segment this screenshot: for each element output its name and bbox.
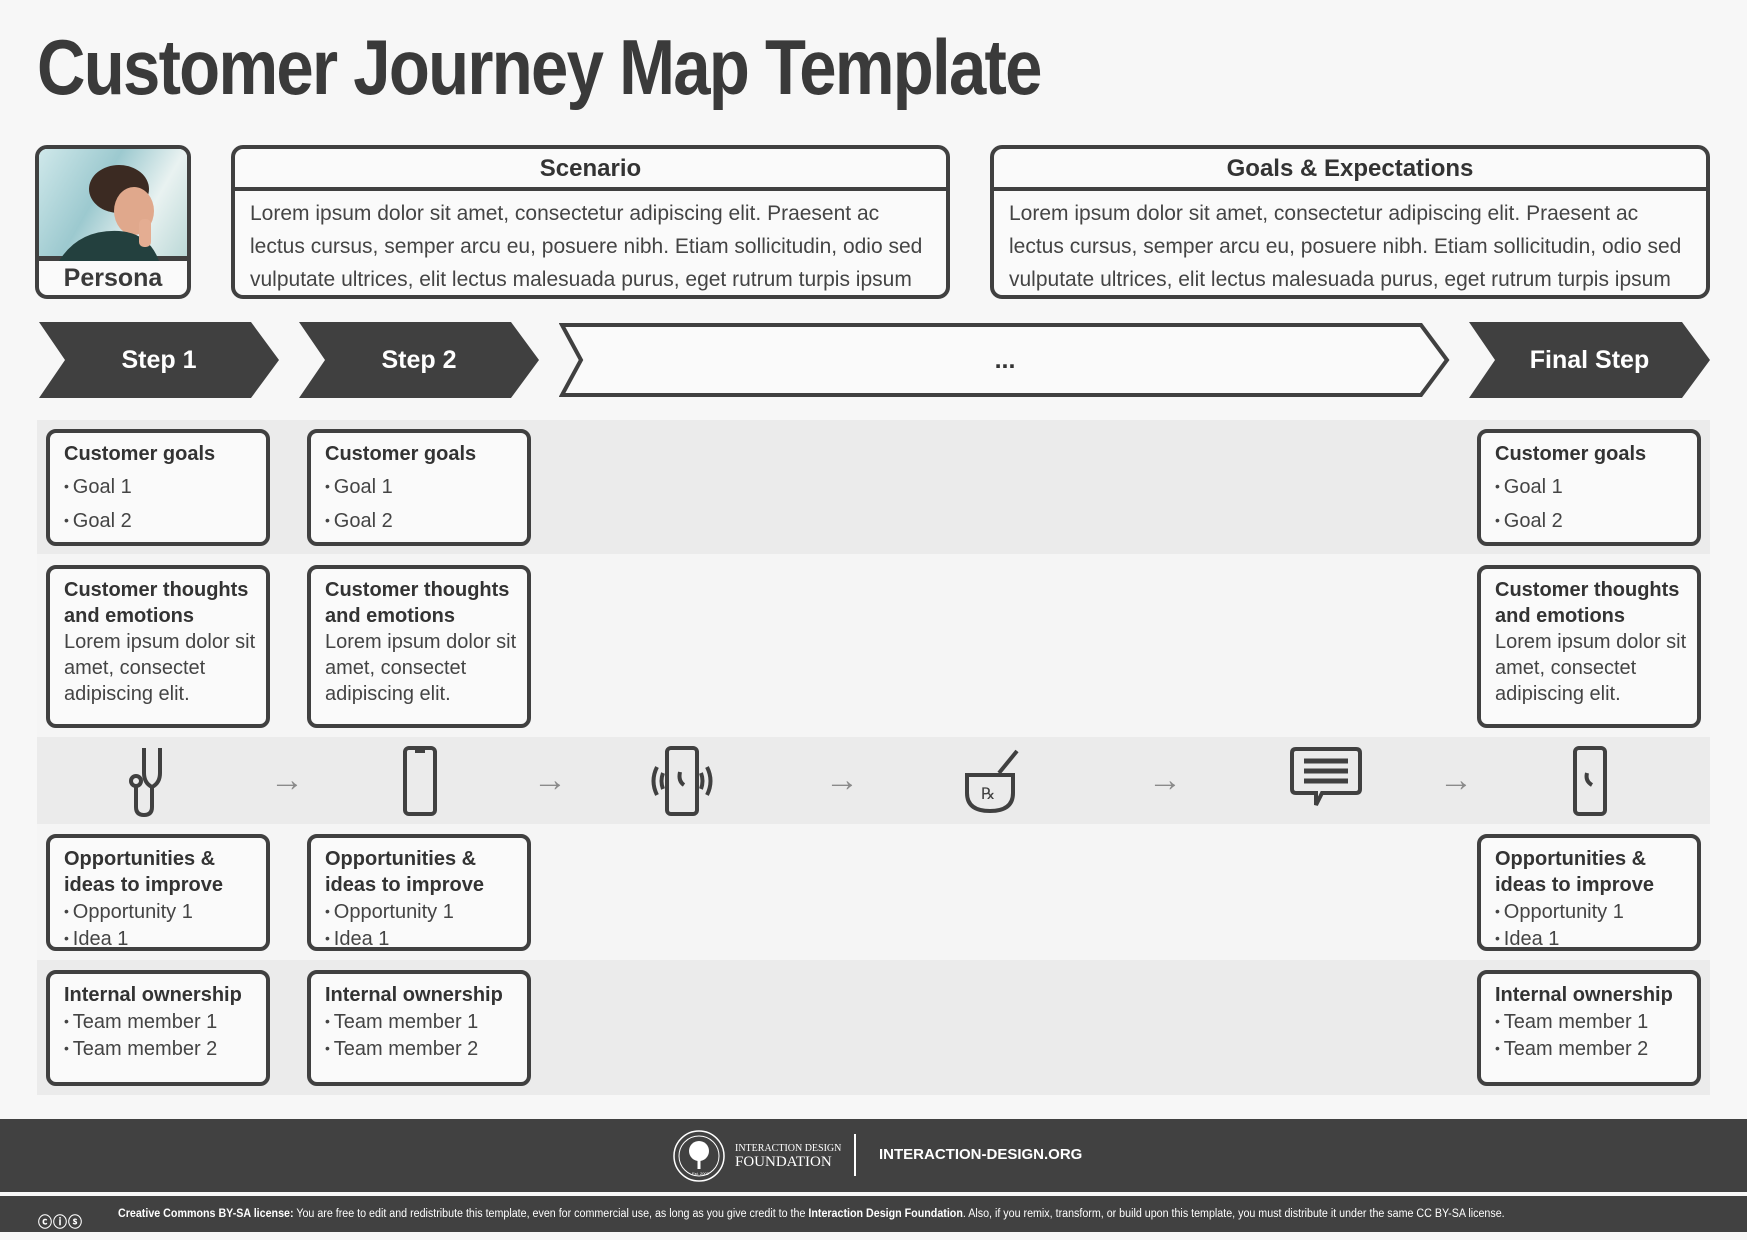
phone-ringing-icon [651, 746, 713, 816]
scenario-text[interactable]: Lorem ipsum dolor sit amet, consectetur … [250, 202, 923, 291]
chevron-shape [299, 322, 539, 398]
license-text-2: . Also, if you remix, transform, or buil… [962, 1208, 1505, 1220]
svg-text:℞: ℞ [981, 784, 995, 803]
persona-card: Persona [35, 145, 191, 299]
idea-item: Idea 1 [325, 925, 527, 952]
step-2-chevron: Step 2 [299, 322, 539, 398]
opportunity-item: Opportunity 1 [1495, 898, 1697, 925]
opportunities-card[interactable]: Opportunities & ideas to improve Opportu… [46, 834, 270, 951]
card-title: Customer goals [325, 443, 477, 465]
license-org: Interaction Design Foundation [808, 1208, 963, 1220]
idea-item: Idea 1 [1495, 925, 1697, 952]
opportunities-row-band [37, 824, 1710, 960]
phone-call-icon [1573, 746, 1607, 816]
logo-line1: INTERACTION DESIGN [735, 1143, 842, 1154]
internal-ownership-card[interactable]: Internal ownership Team member 1 Team me… [307, 970, 531, 1086]
card-title: Internal ownership [1495, 984, 1673, 1006]
customer-goals-card[interactable]: Customer goals Goal 1 Goal 2 [46, 429, 270, 546]
thoughts-emotions-card[interactable]: Customer thoughts and emotions Lorem ips… [1477, 565, 1701, 728]
persona-photo [39, 149, 187, 261]
goal-item: Goal 2 [64, 507, 266, 534]
team-member-item: Team member 2 [64, 1035, 266, 1062]
step-label: Final Step [1529, 346, 1650, 374]
opportunities-card[interactable]: Opportunities & ideas to improve Opportu… [1477, 834, 1701, 951]
card-text: Lorem ipsum dolor sit amet, consectet ad… [325, 631, 517, 705]
customer-goals-card[interactable]: Customer goals Goal 1 Goal 2 [307, 429, 531, 546]
ownership-row-band [37, 960, 1710, 1095]
card-title: Customer thoughts and emotions [325, 579, 510, 627]
team-member-item: Team member 2 [1495, 1035, 1697, 1062]
card-title: Opportunities & ideas to improve [1495, 848, 1654, 896]
arrow-icon: → [825, 761, 859, 799]
arrow-icon: → [1439, 761, 1473, 799]
opportunity-item: Opportunity 1 [325, 898, 527, 925]
persona-label: Persona [63, 264, 163, 292]
team-member-item: Team member 1 [325, 1008, 527, 1035]
goal-item: Goal 1 [325, 473, 527, 500]
opportunities-card[interactable]: Opportunities & ideas to improve Opportu… [307, 834, 531, 951]
goal-item: Goal 1 [1495, 473, 1697, 500]
license-bar: ⓒⓘⓢ Creative Commons BY-SA license: You … [0, 1196, 1747, 1232]
goal-item: Goal 2 [325, 507, 527, 534]
footer: Est. 2002 INTERACTION DESIGN FOUNDATION … [0, 1119, 1747, 1192]
website-link[interactable]: INTERACTION-DESIGN.ORG [879, 1146, 1083, 1163]
footer-divider [854, 1134, 856, 1176]
thoughts-emotions-card[interactable]: Customer thoughts and emotions Lorem ips… [307, 565, 531, 728]
goals-row-band [37, 420, 1710, 554]
goals-expectations-box: Goals & Expectations Lorem ipsum dolor s… [990, 145, 1710, 299]
page-title: Customer Journey Map Template [37, 23, 1042, 111]
arrow-icon: → [1148, 761, 1182, 799]
goal-item: Goal 1 [64, 473, 266, 500]
mobile-phone-icon [403, 746, 437, 816]
internal-ownership-card[interactable]: Internal ownership Team member 1 Team me… [1477, 970, 1701, 1086]
card-text: Lorem ipsum dolor sit amet, consectet ad… [1495, 631, 1687, 705]
card-text: Lorem ipsum dolor sit amet, consectet ad… [64, 631, 256, 705]
card-title: Customer thoughts and emotions [1495, 579, 1680, 627]
scenario-box: Scenario Lorem ipsum dolor sit amet, con… [231, 145, 950, 299]
stethoscope-icon [129, 748, 162, 817]
goals-expectations-title: Goals & Expectations [994, 149, 1706, 191]
logo-est: Est. 2002 [692, 1171, 710, 1176]
idea-item: Idea 1 [64, 925, 266, 952]
card-title: Opportunities & ideas to improve [325, 848, 484, 896]
team-member-item: Team member 2 [325, 1035, 527, 1062]
logo-line2: FOUNDATION [735, 1154, 832, 1170]
goals-expectations-text[interactable]: Lorem ipsum dolor sit amet, consectetur … [1009, 202, 1682, 291]
card-title: Internal ownership [64, 984, 242, 1006]
team-member-item: Team member 1 [1495, 1008, 1697, 1035]
arrow-icon: → [533, 761, 567, 799]
internal-ownership-card[interactable]: Internal ownership Team member 1 Team me… [46, 970, 270, 1086]
step-ellipsis-chevron: ... [558, 322, 1451, 398]
card-title: Customer goals [1495, 443, 1647, 465]
step-1-chevron: Step 1 [39, 322, 279, 398]
chevron-shape [1469, 322, 1710, 398]
thoughts-row-band [37, 554, 1710, 737]
chevron-shape [39, 322, 279, 398]
mortar-pestle-rx-icon: ℞ [965, 749, 1019, 814]
customer-goals-card[interactable]: Customer goals Goal 1 Goal 2 [1477, 429, 1701, 546]
scenario-title: Scenario [235, 149, 946, 191]
chevron-outline [558, 323, 1450, 397]
license-text: You are free to edit and redistribute th… [293, 1208, 809, 1220]
team-member-item: Team member 1 [64, 1008, 266, 1035]
card-title: Customer thoughts and emotions [64, 579, 249, 627]
cc-by-sa-icon: ⓒⓘⓢ [38, 1214, 83, 1230]
arrow-icon: → [270, 761, 304, 799]
final-step-chevron: Final Step [1469, 322, 1710, 398]
thoughts-emotions-card[interactable]: Customer thoughts and emotions Lorem ips… [46, 565, 270, 728]
goal-item: Goal 2 [1495, 507, 1697, 534]
step-label: Step 2 [381, 346, 457, 374]
card-title: Opportunities & ideas to improve [64, 848, 223, 896]
chat-message-icon [1290, 747, 1362, 806]
touchpoints-row-band [37, 737, 1710, 824]
step-label: ... [994, 346, 1016, 374]
license-title: Creative Commons BY-SA license: [118, 1208, 294, 1220]
step-label: Step 1 [121, 346, 197, 374]
opportunity-item: Opportunity 1 [64, 898, 266, 925]
card-title: Internal ownership [325, 984, 503, 1006]
card-title: Customer goals [64, 443, 216, 465]
idf-logo-seal-icon: Est. 2002 [673, 1130, 725, 1182]
